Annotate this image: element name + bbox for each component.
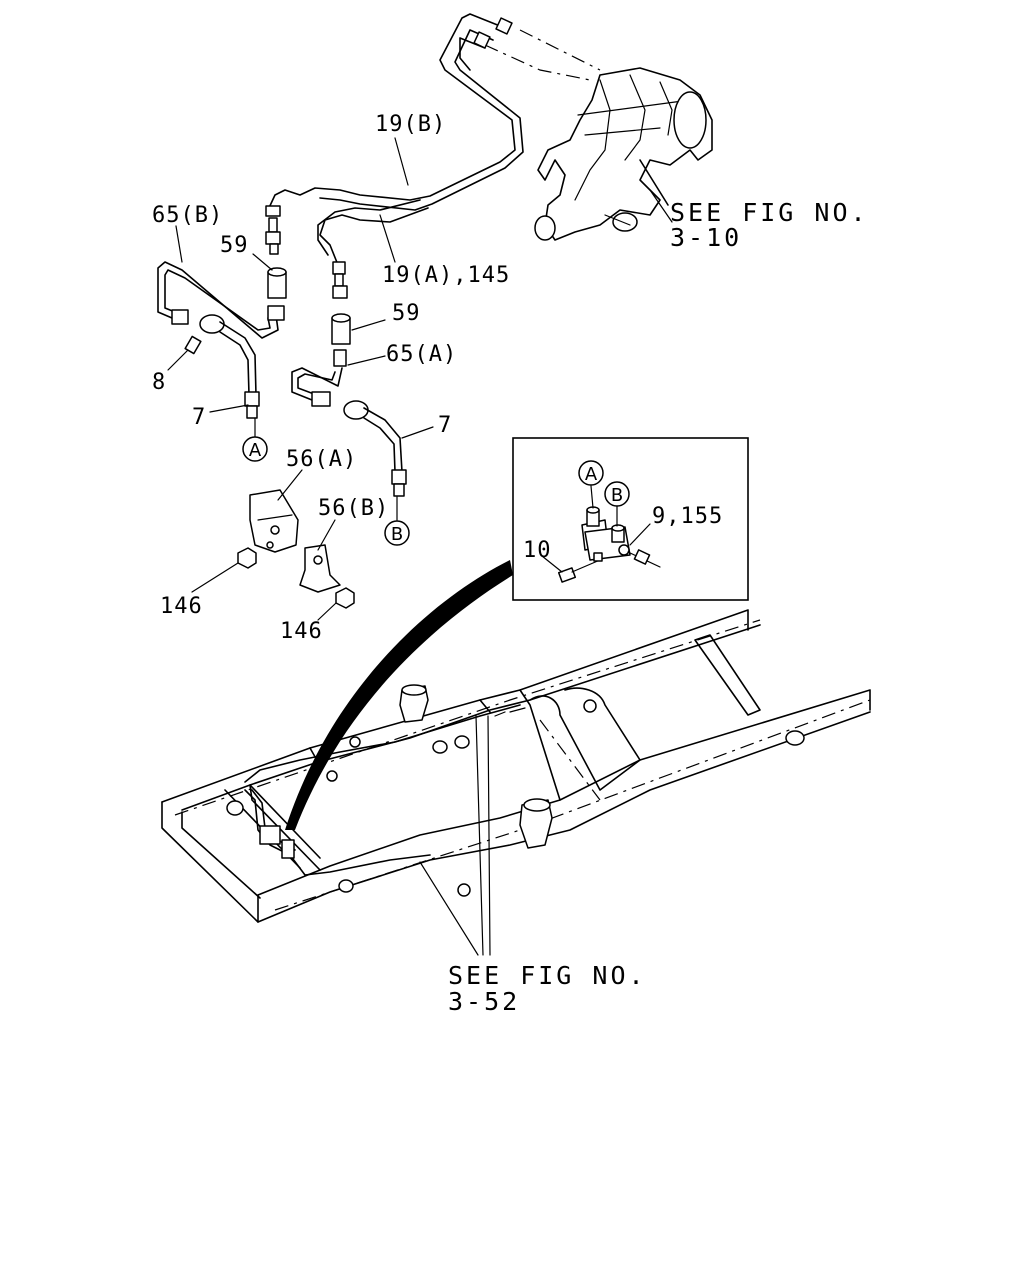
detail-inset <box>512 437 749 601</box>
inset-connector-a-circle <box>578 460 604 486</box>
inset-connector-b-circle <box>604 481 630 507</box>
callout-56a: 56(A) <box>286 447 357 472</box>
inset-connector-a-label: A <box>585 464 598 485</box>
callout-146-left: 146 <box>160 594 203 619</box>
callout-19b: 19(B) <box>375 112 446 137</box>
nut-146-left <box>237 547 257 569</box>
connector-a-label: A <box>249 440 262 461</box>
brake-hose-7-right <box>343 400 407 497</box>
brake-hose-7-left <box>184 314 260 419</box>
coupler-59-left <box>267 267 287 299</box>
chassis-frame <box>161 609 871 923</box>
nut-146-right <box>335 587 355 609</box>
see-fig-bottom-line1: SEE FIG NO. <box>448 961 647 990</box>
callout-10: 10 <box>523 538 552 563</box>
brake-master-cylinder-assembly <box>534 67 713 241</box>
callout-19a-145: 19(A),145 <box>382 263 510 288</box>
brake-pipe-19 <box>267 13 601 266</box>
callout-7-left: 7 <box>192 405 206 430</box>
see-fig-top-line1: SEE FIG NO. <box>670 198 869 227</box>
see-fig-top-line2: 3-10 <box>670 223 742 252</box>
see-fig-bottom-line2: 3-52 <box>448 987 520 1016</box>
inset-connector-b-label: B <box>611 485 623 506</box>
callout-59-right: 59 <box>392 301 421 326</box>
callout-56b: 56(B) <box>318 496 389 521</box>
brake-pipe-65a <box>291 367 343 407</box>
callout-leaders <box>167 137 673 621</box>
connector-b-circle <box>384 520 410 546</box>
connector-a-circle <box>242 436 268 462</box>
callout-59-left: 59 <box>220 233 249 258</box>
detail-pointer-sweep <box>285 560 513 830</box>
bracket-56b <box>299 544 341 593</box>
callout-65b: 65(B) <box>152 203 223 228</box>
connector-b-label: B <box>391 524 403 545</box>
callout-7-right: 7 <box>438 413 452 438</box>
brake-pipe-65b <box>157 261 285 339</box>
callout-146-right: 146 <box>280 619 323 644</box>
callout-65a: 65(A) <box>386 342 457 367</box>
leader-3-52-b <box>475 715 484 956</box>
leader-3-52-a <box>419 861 479 956</box>
callout-9-155: 9,155 <box>652 504 723 529</box>
bracket-56a <box>249 489 299 553</box>
pipe-fittings-top <box>265 17 513 299</box>
leader-3-52-c <box>487 715 491 956</box>
coupler-59-right <box>331 313 351 367</box>
callout-8: 8 <box>152 370 166 395</box>
